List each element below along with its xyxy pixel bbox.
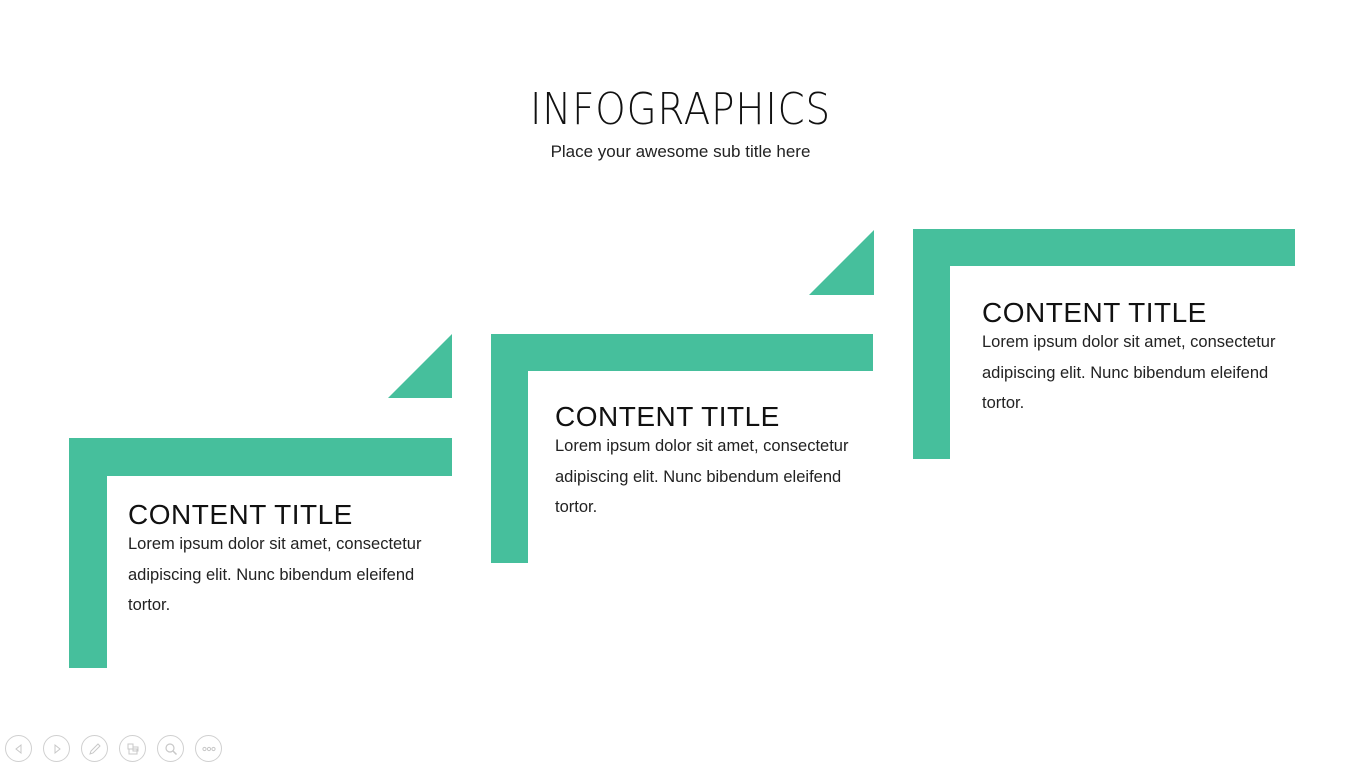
slides-overview-button[interactable] — [119, 735, 146, 762]
zoom-button[interactable] — [157, 735, 184, 762]
previous-slide-button[interactable] — [5, 735, 32, 762]
pen-tool-button[interactable] — [81, 735, 108, 762]
next-slide-button[interactable] — [43, 735, 70, 762]
next-arrow-icon — [54, 743, 61, 754]
content-body-1: Lorem ipsum dolor sit amet, consectetur … — [128, 535, 422, 614]
frame-top-bar-2 — [491, 334, 873, 371]
step-triangle-2 — [809, 230, 874, 295]
content-body-2: Lorem ipsum dolor sit amet, consectetur … — [555, 437, 849, 516]
frame-left-bar-3 — [913, 229, 950, 459]
content-body-3: Lorem ipsum dolor sit amet, consectetur … — [982, 333, 1276, 412]
pen-icon — [88, 742, 101, 755]
slide-title: INFOGRAPHICS — [529, 84, 832, 135]
frame-left-bar-1 — [69, 438, 107, 668]
frame-left-bar-2 — [491, 334, 528, 563]
zoom-icon — [164, 742, 177, 755]
step-triangle-1 — [388, 334, 452, 398]
frame-top-bar-3 — [913, 229, 1295, 266]
slides-grid-icon — [127, 743, 138, 754]
more-options-icon — [201, 746, 216, 751]
more-options-button[interactable] — [195, 735, 222, 762]
content-title-1: CONTENT TITLE — [128, 499, 353, 530]
content-title-3: CONTENT TITLE — [982, 297, 1207, 328]
frame-top-bar-1 — [69, 438, 452, 476]
slide-subtitle: Place your awesome sub title here — [550, 142, 811, 161]
content-title-2: CONTENT TITLE — [555, 401, 780, 432]
previous-arrow-icon — [14, 743, 21, 754]
